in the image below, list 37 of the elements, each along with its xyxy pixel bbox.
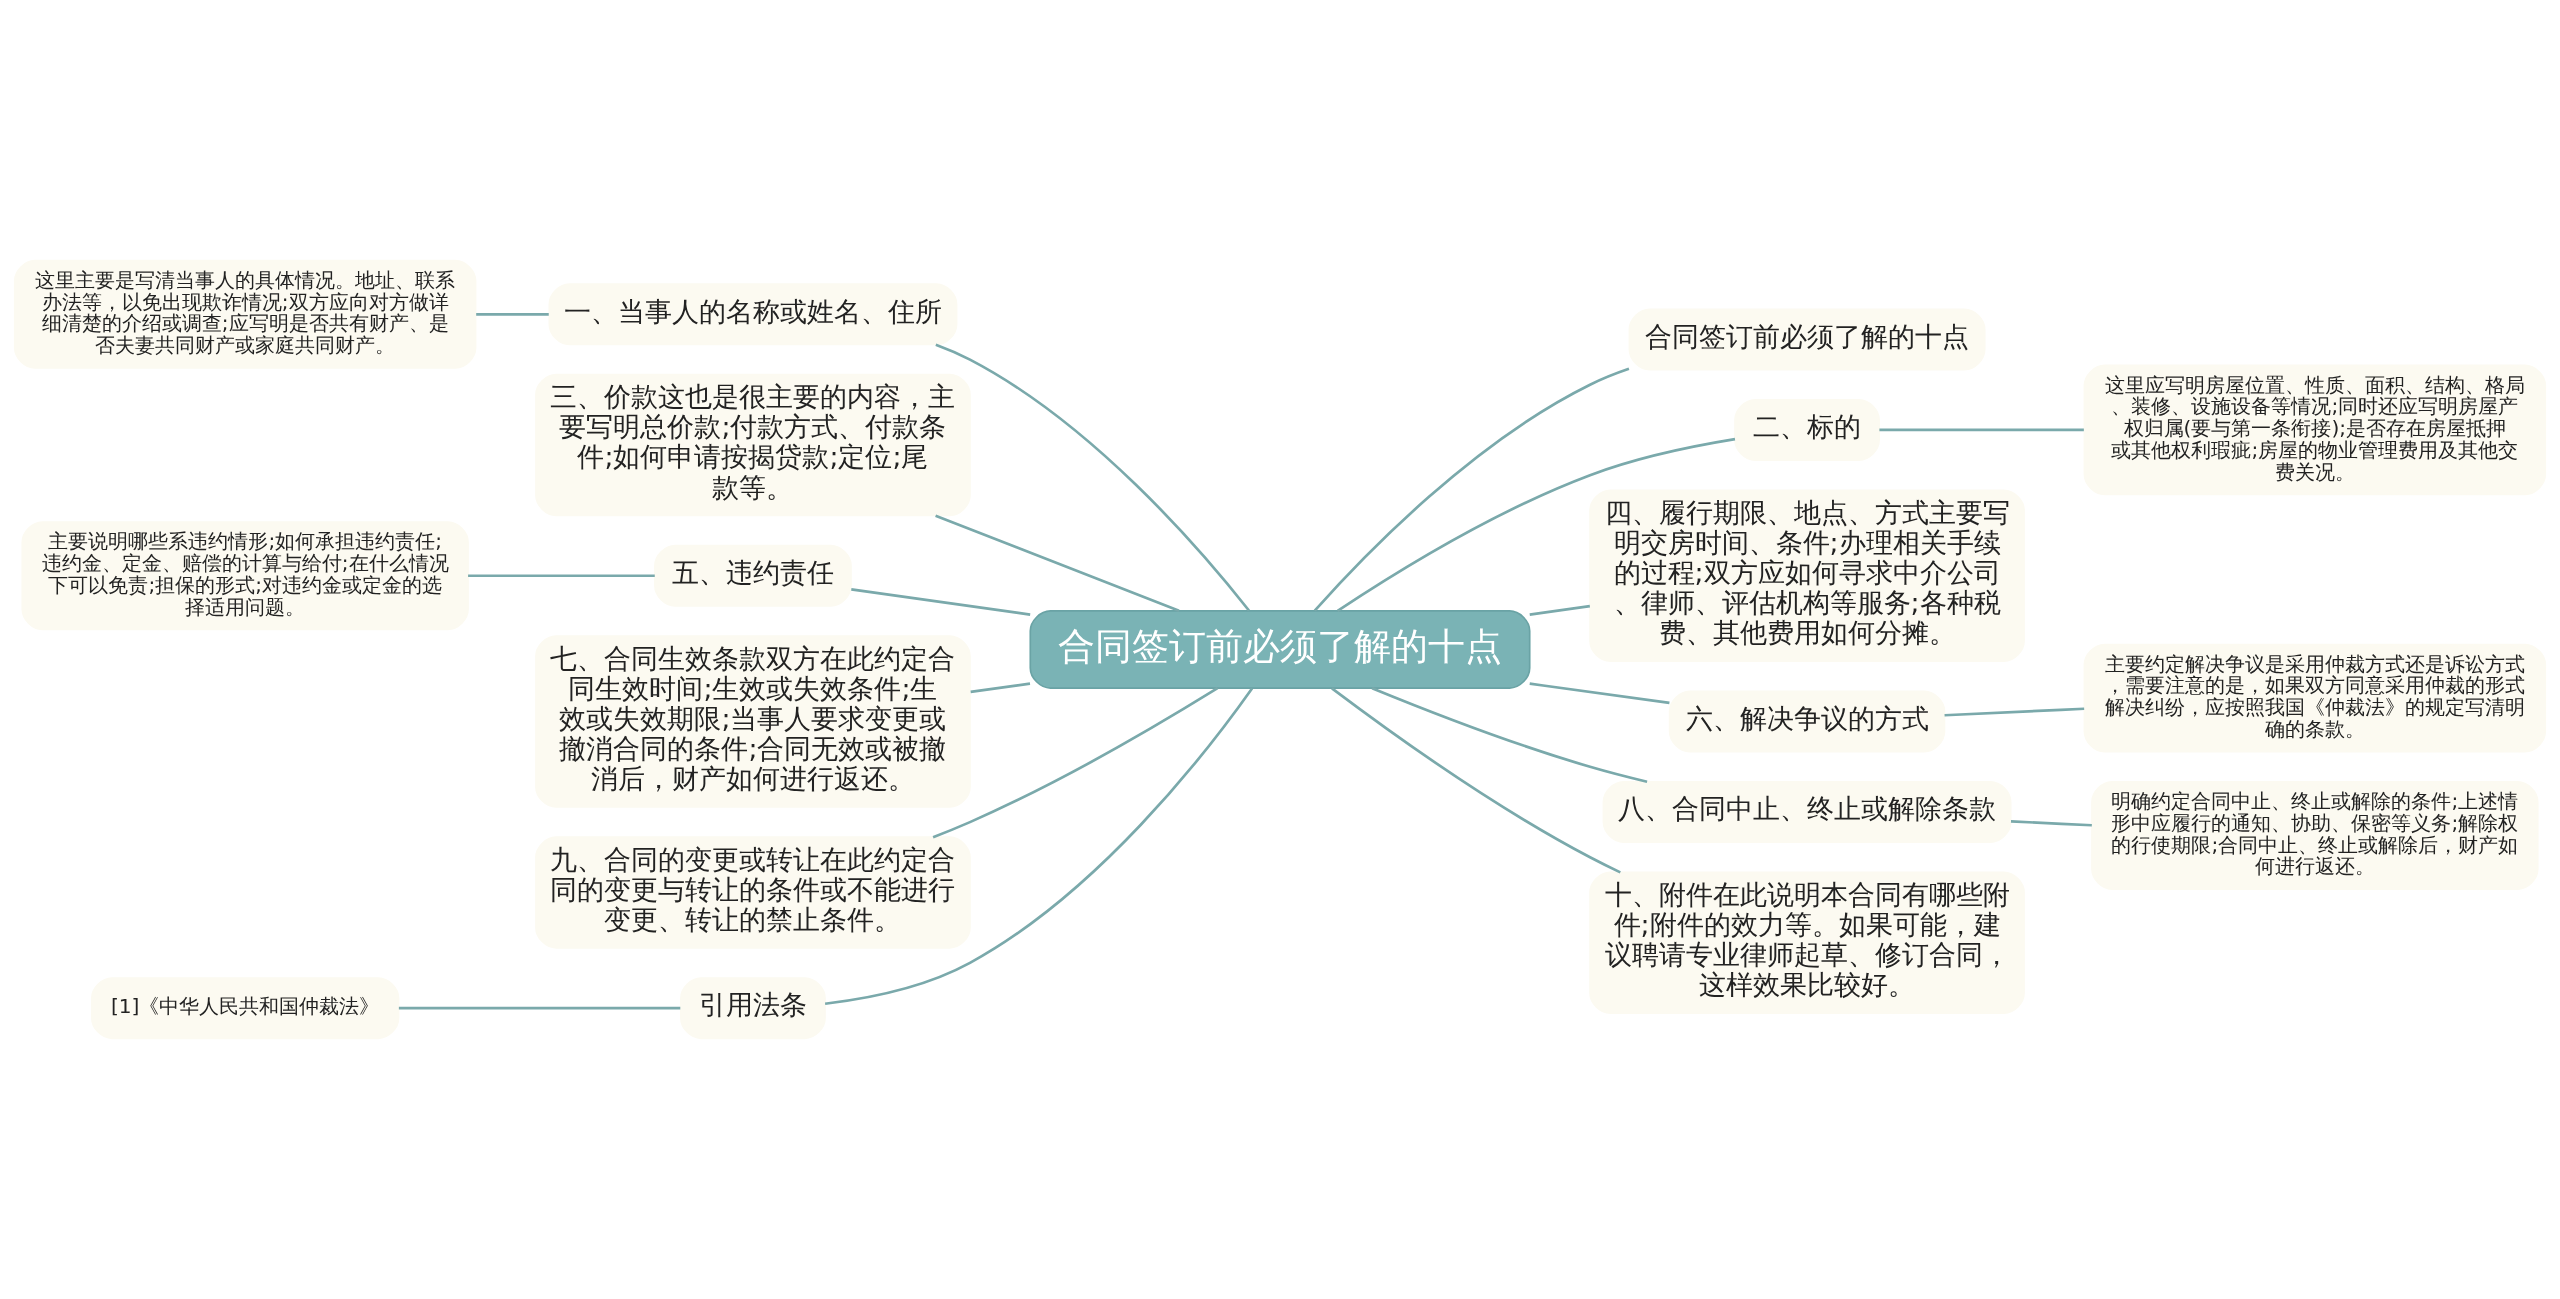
node-box: 十、附件在此说明本合同有哪些附件;附件的效力等。如果可能，建议聘请专业律师起草、修订合同，这样效果比较好。 (1589, 871, 2025, 1014)
connector (935, 514, 1180, 612)
node-box: 引用法条 (680, 977, 826, 1040)
node-box: 这里主要是写清当事人的具体情况。地址、联系办法等，以免出现欺诈情况;双方应向对方做详细清楚的介绍或调查;应写明是否共有财产、是否夫妻共同财产或家庭共同财产。 (13, 259, 477, 369)
connector (468, 574, 655, 578)
connector (1336, 437, 1736, 612)
connector (2010, 820, 2092, 827)
node-box: 七、合同生效条款双方在此约定合同生效时间;生效或失效条件;生效或失效期限;当事人要求变更或撤消合同的条件;合同无效或被撤消后，财产如何进行返还。 (535, 635, 971, 808)
node-box: 这里应写明房屋位置、性质、面积、结构、格局、装修、设施设备等情况;同时还应写明房屋产权归属(要与第一条衔接);是否存在房屋抵押或其他权利瑕疵;房屋的物业管理费用及其他交费关况。 (2083, 364, 2547, 496)
connector (1371, 686, 1648, 784)
node-box: 四、履行期限、地点、方式主要写明交房时间、条件;办理相关手续的过程;双方应如何寻求中介公司、律师、评估机构等服务;各种税费、其他费用如何分摊。 (1589, 489, 2025, 663)
connector (970, 682, 1031, 694)
node-box: 九、合同的变更或转让在此约定合同的变更与转让的条件或不能进行变更、转让的禁止条件。 (535, 836, 971, 949)
connector (1529, 604, 1591, 616)
connector (851, 588, 1031, 616)
node-box: [1]《中华人民共和国仲裁法》 (90, 977, 400, 1040)
node-box: 明确约定合同中止、终止或解除的条件;上述情形中应履行的通知、协助、保密等义务;解除权的行使期限;合同中止、终止或解除后，财产如何进行返还。 (2091, 781, 2539, 890)
node-box: 八、合同中止、终止或解除条款 (1602, 781, 2012, 844)
connector (1944, 707, 2085, 717)
connector (1313, 367, 1630, 612)
node-box: 六、解决争议的方式 (1668, 690, 1946, 753)
node-box: 一、当事人的名称或姓名、住所 (548, 283, 958, 346)
node-box: 三、价款这也是很主要的内容，主要写明总价款;付款方式、付款条件;如何申请按揭贷款;定位;尾款等。 (535, 373, 971, 517)
node-box: 主要说明哪些系违约情形;如何承担违约责任;违约金、定金、赔偿的计算与给付;在什么情况下可以免责;担保的形式;对违约金或定金的选择适用问题。 (21, 521, 469, 631)
node-box: 合同签订前必须了解的十点 (1628, 308, 1986, 371)
connector (824, 687, 1254, 1006)
connector (1529, 682, 1670, 705)
node-box: 主要约定解决争议是采用仲裁方式还是诉讼方式，需要注意的是，如果双方同意采用仲裁的形式解决纠纷，应按照我国《仲裁法》的规定写清明确的条款。 (2083, 643, 2547, 753)
node-box: 二、标的 (1734, 398, 1880, 461)
node-box: 合同签订前必须了解的十点 (1029, 610, 1531, 689)
connector (932, 687, 1219, 839)
connector (476, 313, 549, 316)
connector (1331, 687, 1621, 874)
node-box: 五、违约责任 (654, 544, 852, 607)
connector (935, 343, 1250, 612)
connector (398, 1006, 681, 1010)
connector (1879, 428, 2084, 432)
